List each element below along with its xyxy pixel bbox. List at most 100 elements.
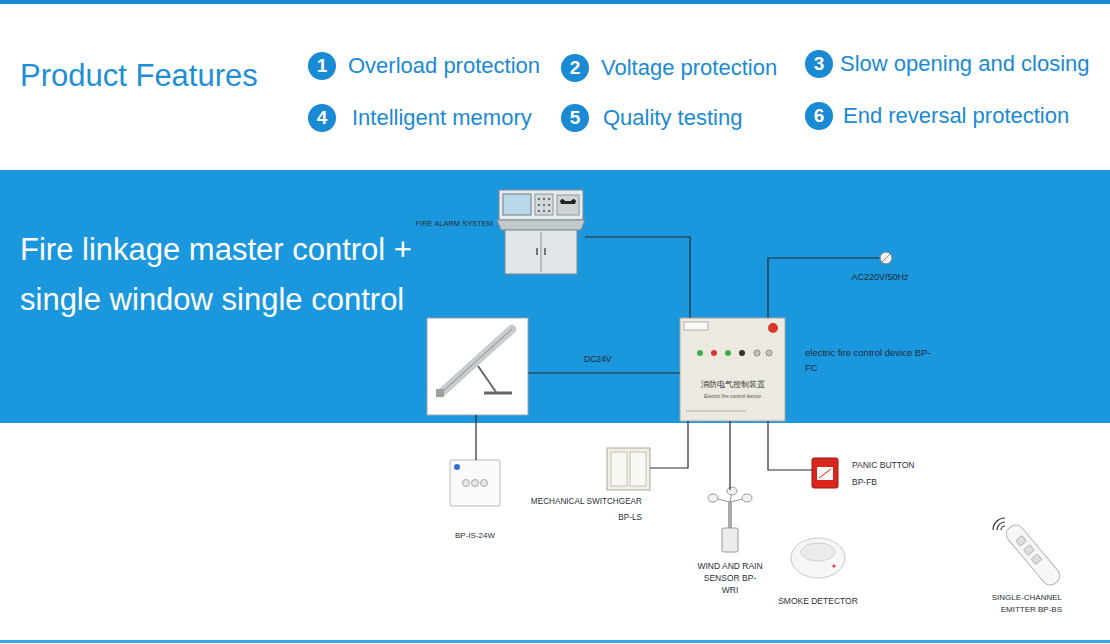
- keypad-key: [543, 210, 545, 212]
- console-keypad: [535, 194, 553, 215]
- actuator-chain: [478, 366, 496, 392]
- wall-switch: BP-IS-24W: [450, 460, 500, 506]
- console-screen: [503, 194, 531, 215]
- indicator-light: [711, 350, 717, 356]
- keypad-key: [548, 210, 550, 212]
- remote-emitter: SINGLE-CHANNEL EMITTER BP-BS: [985, 513, 1070, 588]
- device-label: electric fire control device BP-FC: [805, 345, 937, 375]
- wall-switch-outline: [450, 460, 500, 506]
- device-label: WIND AND RAIN SENSOR BP-WRI: [696, 560, 764, 596]
- wind-rain-sensor-outline: [706, 490, 754, 556]
- feature-text: Voltage protection: [601, 54, 777, 82]
- smoke-detector: SMOKE DETECTOR: [790, 528, 846, 584]
- window-mark: [819, 469, 831, 478]
- control-knob: [766, 350, 772, 356]
- number-badge: [561, 104, 589, 132]
- callout-number: 1: [308, 52, 336, 80]
- callout-number: 5: [561, 104, 589, 132]
- door-handle: [536, 248, 538, 255]
- power-supply: AC220V/50Hz: [879, 251, 893, 265]
- top-bar: [0, 0, 1110, 4]
- remote-key: [1031, 554, 1042, 565]
- terminal-mark: [882, 254, 890, 262]
- console-desk: [497, 220, 585, 230]
- detector-body: [791, 538, 845, 578]
- actuator-frame: [427, 318, 528, 415]
- device-label: BP-IS-24W: [440, 531, 510, 541]
- control-knob: [754, 350, 760, 356]
- keypad-key: [538, 198, 540, 200]
- wind-rain-sensor: WIND AND RAIN SENSOR BP-WRI: [706, 490, 754, 556]
- indicator-light: [739, 350, 745, 356]
- cup-arm: [730, 498, 747, 502]
- section-title: Product Features: [20, 56, 258, 96]
- fire-control-cabinet-outline: [680, 318, 785, 421]
- brand-dot: [454, 464, 460, 470]
- feature-item: 2Voltage protection: [561, 54, 589, 82]
- brand-logo: [768, 323, 778, 333]
- wind-cup: [742, 494, 752, 502]
- nameplate: [684, 322, 708, 330]
- blue-band-outline: [0, 170, 1110, 423]
- switch-wire: [475, 415, 476, 460]
- keypad-key: [543, 198, 545, 200]
- wire-connector: [650, 421, 688, 468]
- wire-connector: [768, 421, 812, 470]
- cup-arm: [730, 491, 732, 502]
- device-label: FIRE ALARM SYSTEM: [403, 219, 493, 228]
- cup-arm: [713, 498, 730, 502]
- switch-plate: [450, 460, 500, 506]
- button-housing: [812, 458, 838, 488]
- button-window: [817, 467, 833, 480]
- signal-wave: [1001, 526, 1005, 530]
- voltage-label: DC24V: [584, 354, 611, 364]
- indicator-light: [697, 350, 703, 356]
- phone-handset: [560, 199, 576, 204]
- feature-text: Overload protection: [348, 52, 540, 80]
- fire-control-cabinet: electric fire control device BP-FC消防电气控制…: [680, 318, 785, 421]
- cabinet-door-line: [541, 232, 542, 272]
- keypad-key: [538, 210, 540, 212]
- cabinet-door: [680, 318, 785, 421]
- fire-alarm-console: FIRE ALARM SYSTEM: [497, 190, 585, 275]
- rocker-key: [611, 452, 627, 486]
- actuator-bracket: [484, 392, 512, 395]
- actuator-body: [441, 329, 512, 393]
- detector-led: [833, 565, 836, 568]
- signal-wave: [993, 518, 1005, 530]
- detector-chamber: [801, 543, 835, 561]
- feature-item-outline: [308, 104, 336, 132]
- switch-plate: [607, 448, 650, 490]
- keypad-key: [548, 198, 550, 200]
- number-badge: [561, 54, 589, 82]
- remote-key: [1016, 536, 1027, 547]
- keypad-key: [538, 204, 540, 206]
- feature-item: 4Intelligent memory: [308, 104, 336, 132]
- feature-item-outline: [308, 52, 336, 80]
- power-supply-outline: [879, 251, 893, 265]
- remote-key: [1024, 545, 1035, 556]
- cabinet-subtitle: Electric fire control device: [680, 393, 785, 399]
- keypad-key: [548, 204, 550, 206]
- wire-connector: [585, 237, 690, 318]
- wind-cup: [727, 487, 737, 495]
- supply-terminal: [880, 252, 892, 264]
- callout-number: 3: [805, 50, 833, 78]
- remote-case: [1003, 522, 1063, 589]
- feature-item-outline: [561, 104, 589, 132]
- console-panel: [557, 195, 579, 215]
- wire-connector: [729, 421, 730, 490]
- number-badge: [805, 102, 833, 130]
- feature-text: Intelligent memory: [352, 104, 532, 132]
- smoke-detector-outline: [790, 528, 846, 584]
- number-badge: [308, 104, 336, 132]
- console-cabinet: [505, 230, 577, 274]
- sensor-pole: [728, 502, 732, 550]
- sensor-body: [722, 528, 738, 552]
- callout-number: 6: [805, 102, 833, 130]
- number-badge: [308, 52, 336, 80]
- fire-alarm-console-outline: [497, 190, 585, 275]
- mechanical-switch-outline: [607, 448, 650, 490]
